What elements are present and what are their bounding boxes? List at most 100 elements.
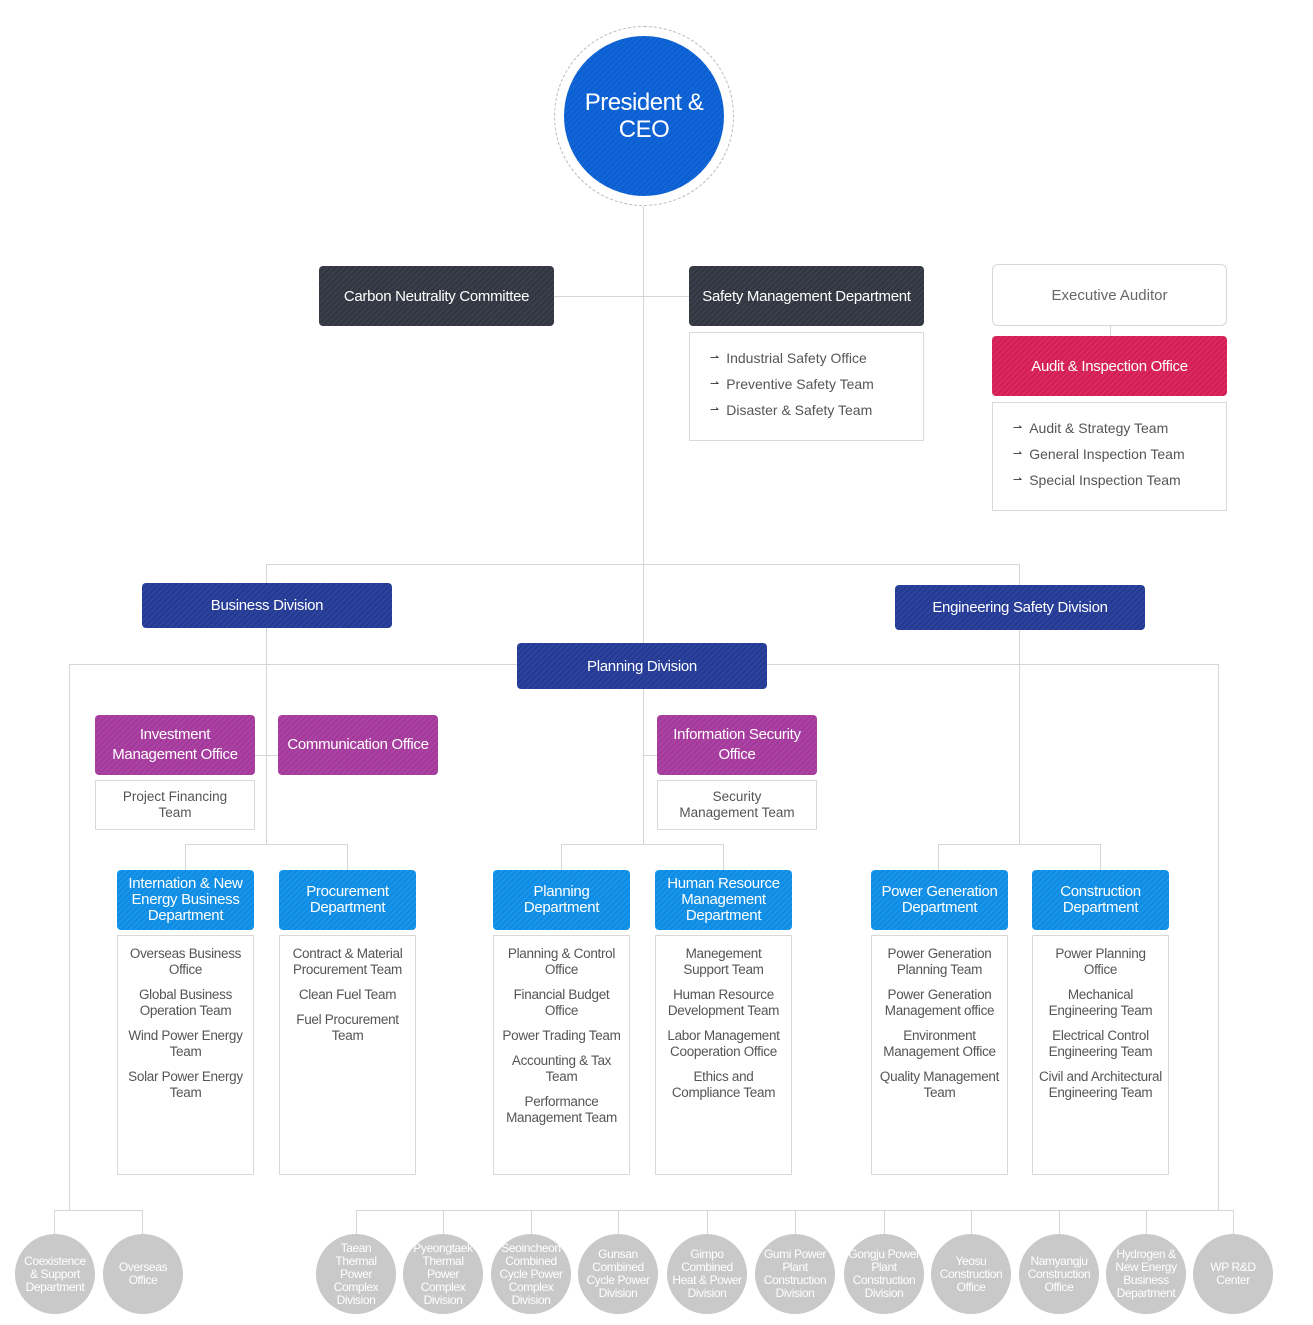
team-item[interactable]: Human Resource Development Team xyxy=(667,987,780,1018)
team-label: Special Inspection Team xyxy=(1029,472,1181,488)
department-label: Power Generation Department xyxy=(881,883,998,916)
department-label: Human Resource Management Department xyxy=(667,875,780,924)
list-item[interactable]: ⇀Preventive Safety Team xyxy=(710,371,923,397)
connector xyxy=(54,1210,55,1234)
engineering-division-label: Engineering Safety Division xyxy=(932,599,1108,616)
connector xyxy=(1100,844,1101,870)
connector xyxy=(618,1210,619,1234)
connector xyxy=(1059,1210,1060,1234)
safety-management-department[interactable]: Safety Management Department xyxy=(689,266,924,326)
team-item[interactable]: Power Trading Team xyxy=(502,1028,621,1043)
connector xyxy=(643,206,644,564)
team-item[interactable]: Environment Management Office xyxy=(883,1028,996,1059)
connector xyxy=(561,844,562,870)
department-header[interactable]: Construction Department xyxy=(1032,870,1169,930)
list-item[interactable]: ⇀Special Inspection Team xyxy=(1013,467,1226,493)
audit-team-list: ⇀Audit & Strategy Team ⇀ General Inspecti… xyxy=(992,402,1227,511)
plant-division-circle[interactable]: Pyeongtaek Thermal Power Complex Divisio… xyxy=(403,1234,483,1314)
plant-division-circle[interactable]: Seoincheon Combined Cycle Power Complex … xyxy=(491,1234,571,1314)
connector xyxy=(142,1210,143,1234)
connector xyxy=(643,755,657,756)
list-item[interactable]: ⇀Industrial Safety Office xyxy=(710,345,923,371)
team-item[interactable]: Ethics and Compliance Team xyxy=(671,1069,776,1100)
security-management-team[interactable]: Security Management Team xyxy=(657,780,817,830)
team-item[interactable]: Clean Fuel Team xyxy=(298,987,397,1002)
plant-division-circle[interactable]: WP R&D Center xyxy=(1193,1234,1273,1314)
executive-auditor[interactable]: Executive Auditor xyxy=(992,264,1227,326)
team-item[interactable]: Overseas Business Office xyxy=(129,946,242,977)
department-header[interactable]: Internation & New Energy Business Depart… xyxy=(117,870,254,930)
audit-label: Audit & Inspection Office xyxy=(1031,357,1188,375)
connector xyxy=(707,1210,708,1234)
team-item[interactable]: Power Generation Planning Team xyxy=(887,946,992,977)
team-item[interactable]: Global Business Operation Team xyxy=(138,987,233,1018)
connector xyxy=(443,1210,444,1234)
connector xyxy=(1146,1210,1147,1234)
plant-division-circle[interactable]: Gumi Power Plant Construction Division xyxy=(755,1234,835,1314)
team-item[interactable]: Electrical Control Engineering Team xyxy=(1048,1028,1153,1059)
team-item[interactable]: Manegement Support Team xyxy=(683,946,764,977)
connector xyxy=(185,844,348,845)
department-header[interactable]: Human Resource Management Department xyxy=(655,870,792,930)
team-item[interactable]: Contract & Material Procurement Team xyxy=(292,946,403,977)
connector xyxy=(884,1210,885,1234)
plant-division-circle[interactable]: Yeosu Construction Office xyxy=(931,1234,1011,1314)
project-financing-team[interactable]: Project Financing Team xyxy=(95,780,255,830)
list-item[interactable]: ⇀ General Inspection Team xyxy=(1013,441,1226,467)
safety-label: Safety Management Department xyxy=(702,287,911,305)
team-item[interactable]: Performance Management Team xyxy=(506,1094,617,1125)
team-item[interactable]: Fuel Procurement Team xyxy=(296,1012,399,1043)
connector xyxy=(971,1210,972,1234)
team-item[interactable]: Solar Power Energy Team xyxy=(128,1069,243,1100)
list-item[interactable]: ⇀Disaster & Safety Team xyxy=(710,397,923,423)
team-item[interactable]: Power Generation Management office xyxy=(884,987,995,1018)
connector xyxy=(938,844,1101,845)
arrow-icon: ⇀ xyxy=(1013,448,1023,460)
audit-inspection-office[interactable]: Audit & Inspection Office xyxy=(992,336,1227,396)
plant-division-circle[interactable]: Namyangju Construction Office xyxy=(1019,1234,1099,1314)
affiliate-circle[interactable]: Coexistence & Support Department xyxy=(15,1234,95,1314)
team-item[interactable]: Wind Power Energy Team xyxy=(128,1028,243,1059)
team-label: Disaster & Safety Team xyxy=(726,402,873,418)
team-label: General Inspection Team xyxy=(1029,446,1185,462)
team-item[interactable]: Financial Budget Office xyxy=(513,987,610,1018)
department-label: Planning Department xyxy=(523,883,600,916)
department-header[interactable]: Planning Department xyxy=(493,870,630,930)
engineering-safety-division[interactable]: Engineering Safety Division xyxy=(895,585,1145,630)
team-item[interactable]: Quality Management Team xyxy=(879,1069,1000,1100)
list-item[interactable]: ⇀Audit & Strategy Team xyxy=(1013,415,1226,441)
investment-label: Investment Management Office xyxy=(112,726,238,763)
plant-division-circle[interactable]: Gongju Power Plant Construction Division xyxy=(844,1234,924,1314)
communication-office[interactable]: Communication Office xyxy=(278,715,438,775)
planning-division[interactable]: Planning Division xyxy=(517,643,767,689)
team-item[interactable]: Civil and Architectural Engineering Team xyxy=(1039,1069,1162,1100)
plant-division-circle[interactable]: Gunsan Combined Cycle Power Division xyxy=(578,1234,658,1314)
affiliate-circle[interactable]: Overseas Office xyxy=(103,1234,183,1314)
team-item[interactable]: Mechanical Engineering Team xyxy=(1048,987,1153,1018)
connector xyxy=(1110,325,1111,337)
team-item[interactable]: Planning & Control Office xyxy=(507,946,616,977)
information-security-office[interactable]: Information Security Office xyxy=(657,715,817,775)
connector xyxy=(1233,1210,1234,1234)
connector xyxy=(347,844,348,870)
plant-division-circle[interactable]: Gimpo Combined Heat & Power Division xyxy=(667,1234,747,1314)
plant-division-circle[interactable]: Hydrogen & New Energy Business Departmen… xyxy=(1106,1234,1186,1314)
ceo-node[interactable]: President & CEO xyxy=(564,36,724,196)
investment-management-office[interactable]: Investment Management Office xyxy=(95,715,255,775)
connector xyxy=(1019,630,1020,844)
connector xyxy=(356,1210,357,1234)
team-item[interactable]: Labor Management Cooperation Office xyxy=(667,1028,780,1059)
connector xyxy=(255,755,278,756)
carbon-neutrality-committee[interactable]: Carbon Neutrality Committee xyxy=(319,266,554,326)
department-header[interactable]: Procurement Department xyxy=(279,870,416,930)
business-division[interactable]: Business Division xyxy=(142,583,392,628)
department-header[interactable]: Power Generation Department xyxy=(871,870,1008,930)
plant-division-circle[interactable]: Taean Thermal Power Complex Division xyxy=(316,1234,396,1314)
team-item[interactable]: Power Planning Office xyxy=(1055,946,1146,977)
team-item[interactable]: Accounting & Tax Team xyxy=(511,1053,612,1084)
team-label: Audit & Strategy Team xyxy=(1029,420,1169,436)
safety-team-list: ⇀Industrial Safety Office ⇀Preventive Sa… xyxy=(689,332,924,441)
